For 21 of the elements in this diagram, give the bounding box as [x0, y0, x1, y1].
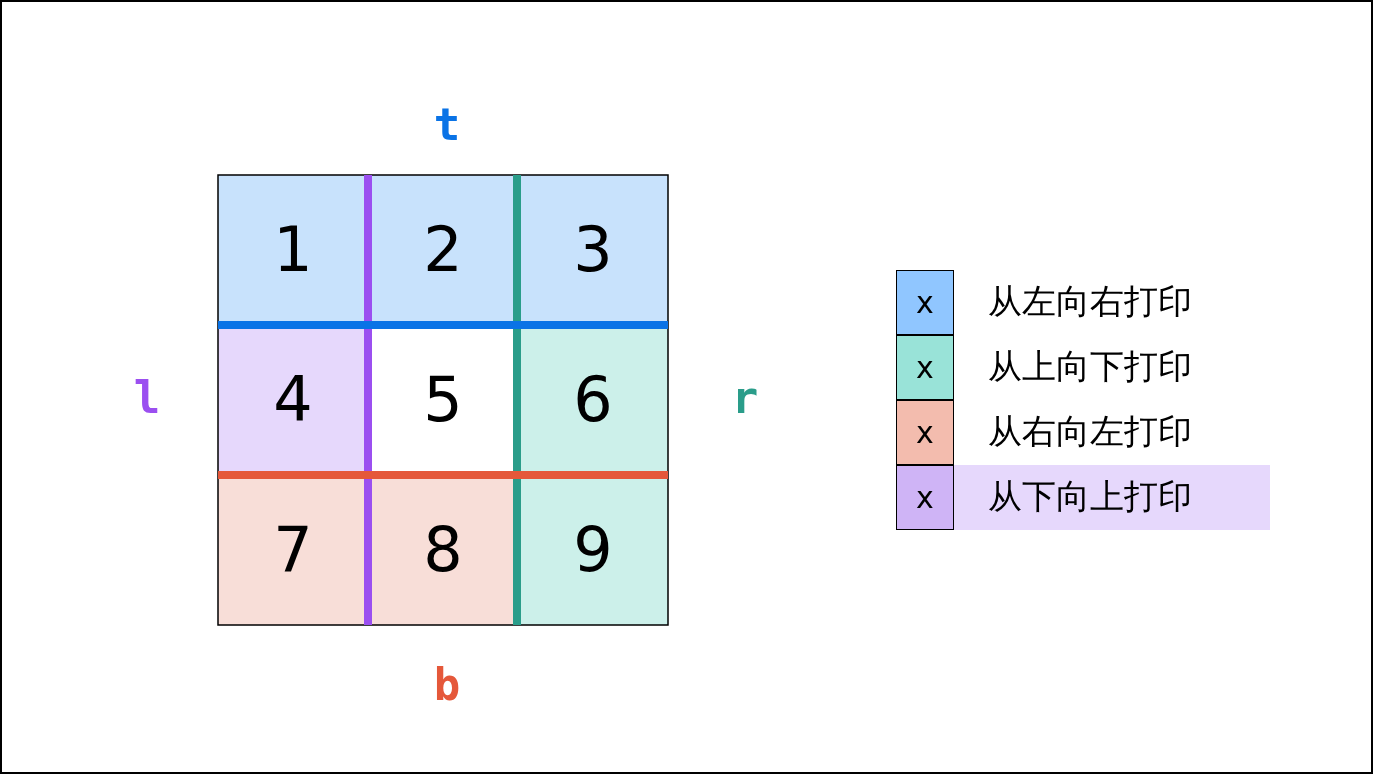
boundary-label: r — [731, 376, 759, 420]
boundary-label: t — [433, 103, 461, 147]
boundary-label: l — [133, 376, 161, 420]
cell-number: 9 — [573, 519, 613, 581]
boundary-label: b — [433, 663, 461, 707]
swatch-label: x — [916, 287, 934, 318]
cell-number: 4 — [273, 369, 313, 431]
swatch-label: x — [916, 352, 934, 383]
cell-number: 6 — [573, 369, 613, 431]
legend-text: 从左向右打印 — [988, 284, 1192, 318]
cell-number: 3 — [573, 219, 613, 281]
cell-number: 1 — [273, 219, 313, 281]
legend-text: 从下向上打印 — [988, 479, 1192, 513]
swatch-label: x — [916, 482, 934, 513]
cell-number: 5 — [423, 369, 463, 431]
cell-number: 7 — [273, 519, 313, 581]
legend-text: 从右向左打印 — [988, 414, 1192, 448]
legend-text: 从上向下打印 — [988, 349, 1192, 383]
cell-number: 2 — [423, 219, 463, 281]
swatch-label: x — [916, 417, 934, 448]
cell-number: 8 — [423, 519, 463, 581]
